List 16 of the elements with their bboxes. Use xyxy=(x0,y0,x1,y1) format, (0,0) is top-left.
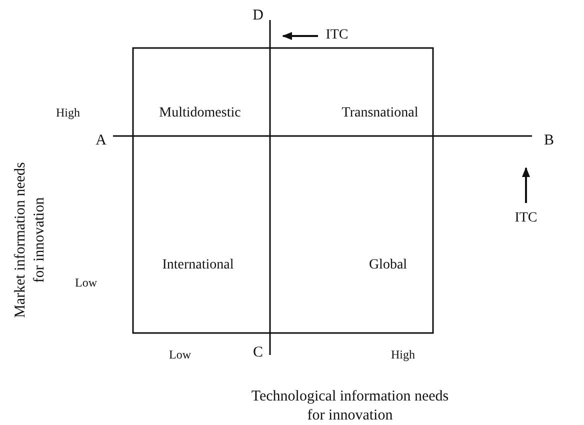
quadrant-label: International xyxy=(162,256,234,274)
quadrant-label: Global xyxy=(368,256,408,274)
axis-letter: B xyxy=(544,132,554,150)
level-label: High xyxy=(391,348,415,362)
axis-letter: A xyxy=(96,132,106,150)
axis-note: ITC xyxy=(514,209,538,227)
level-label: Low xyxy=(169,348,191,362)
quadrant-label: Transnational xyxy=(342,104,418,122)
axis-letter: D xyxy=(252,6,264,26)
quadrant-label: Multidomestic xyxy=(159,104,241,122)
axis-note: ITC xyxy=(326,26,348,44)
axis-title: Market information needs for innovation xyxy=(11,161,48,320)
axis-title: Technological information needs for innovation xyxy=(250,387,450,425)
level-label: Low xyxy=(75,276,97,290)
axis-letter: C xyxy=(253,344,263,362)
level-label: High xyxy=(56,106,80,120)
